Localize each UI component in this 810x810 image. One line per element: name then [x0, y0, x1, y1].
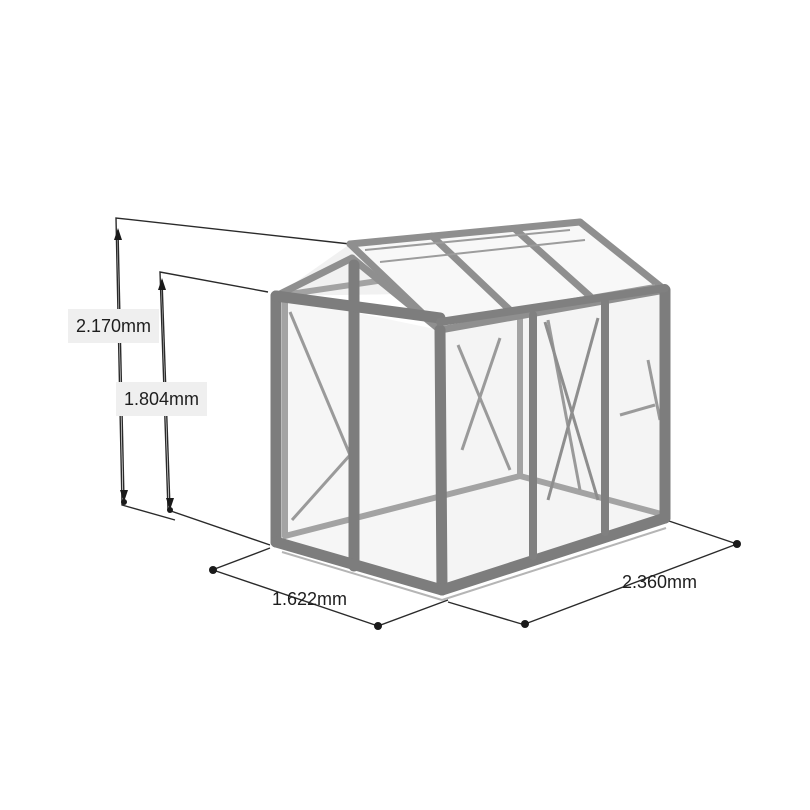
- length-label: 2.360mm: [622, 572, 698, 592]
- dim-dot: [374, 622, 382, 630]
- door-diagonals: [543, 317, 600, 501]
- total-height-guide: [115, 217, 351, 521]
- length-line: [524, 543, 738, 625]
- eave-height-label: 1.804mm: [116, 382, 208, 416]
- width-guide-left: [211, 547, 271, 571]
- length-guide-right: [665, 519, 738, 545]
- width-guide-right: [377, 599, 449, 627]
- arrowheads: [114, 228, 174, 510]
- arrowhead: [120, 490, 128, 502]
- right-side-glazing: [440, 290, 665, 588]
- total-height-label: 2.170mm: [68, 309, 160, 343]
- arrowhead: [114, 228, 122, 240]
- arrowhead: [166, 498, 174, 510]
- dim-dot: [209, 566, 217, 574]
- dim-dot: [521, 620, 529, 628]
- dimension-endpoints: [121, 499, 741, 630]
- width-label: 1.622mm: [272, 589, 348, 609]
- length-guide-left: [447, 601, 526, 626]
- front-frame: [270, 259, 671, 596]
- dim-dot: [733, 540, 741, 548]
- greenhouse: [270, 218, 671, 601]
- total-height-line: [117, 229, 125, 501]
- width-line: [212, 569, 379, 627]
- door-frame: [436, 284, 669, 560]
- base-rail: [281, 527, 667, 601]
- arrowhead: [158, 278, 166, 290]
